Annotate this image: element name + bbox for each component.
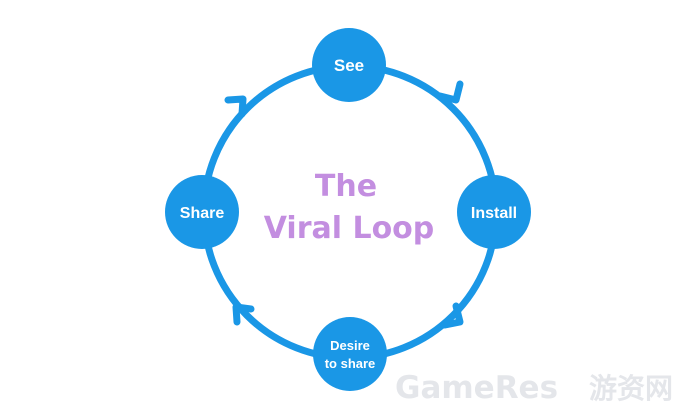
watermark-cn: 游资网 [589, 372, 673, 405]
node-see-label: See [334, 56, 364, 75]
watermark: GameRes 游资网 [395, 370, 673, 406]
diagram-title-line1: The [315, 169, 377, 204]
node-see: See [312, 28, 386, 102]
node-share-label: Share [180, 205, 225, 222]
node-desire-label-line1: Desire [330, 338, 370, 353]
arrow-chevron-icon [224, 95, 247, 118]
node-desire-to-share: Desire to share [313, 317, 387, 391]
node-install-label: Install [471, 205, 517, 222]
node-desire-label-line2: to share [325, 356, 376, 371]
watermark-brand: GameRes [395, 370, 558, 406]
arrow-chevron-icon [232, 303, 255, 326]
node-install: Install [457, 175, 531, 249]
arrow-chevron-icon [436, 80, 464, 104]
arrow-chevron-icon [441, 302, 464, 329]
node-share: Share [165, 175, 239, 249]
diagram-title-line2: Viral Loop [264, 211, 435, 246]
